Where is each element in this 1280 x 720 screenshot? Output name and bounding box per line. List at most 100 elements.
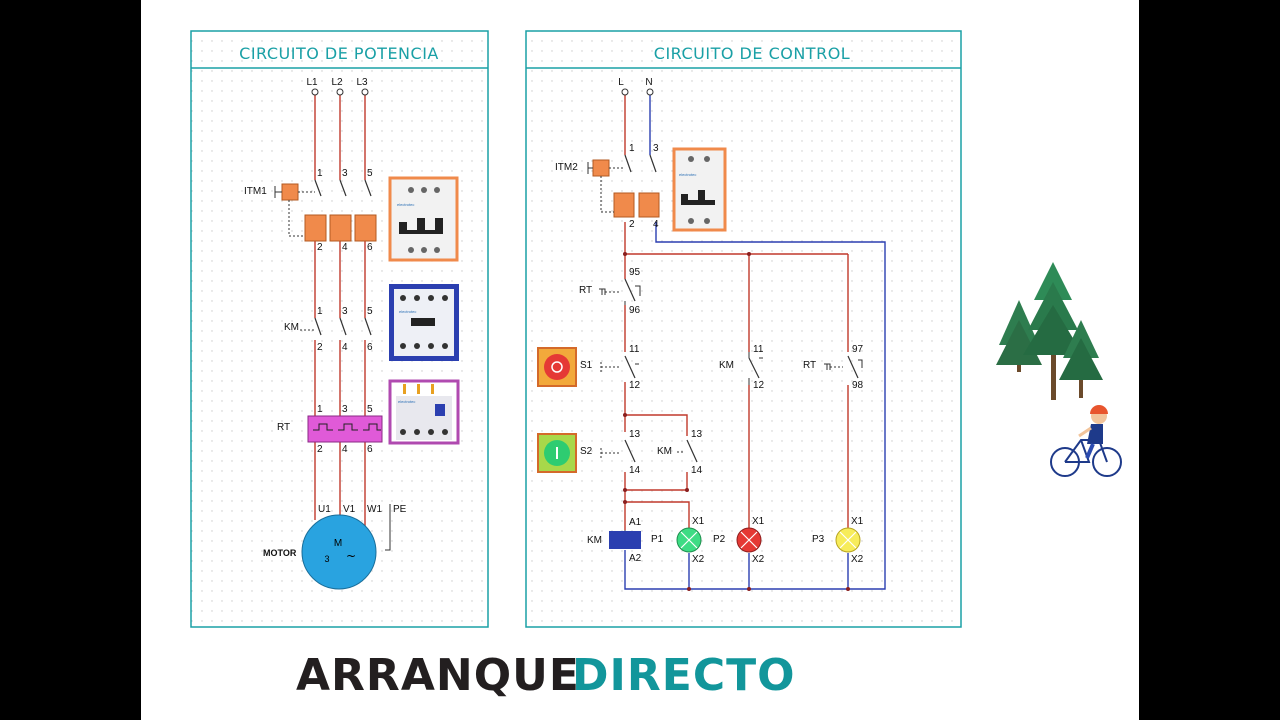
svg-text:electrotec: electrotec — [679, 172, 696, 177]
rt-power-label: RT — [277, 422, 290, 433]
svg-text:13: 13 — [629, 429, 641, 440]
svg-text:V1: V1 — [343, 504, 356, 515]
svg-text:98: 98 — [852, 380, 864, 391]
motor-label: MOTOR — [263, 548, 297, 558]
svg-text:5: 5 — [367, 168, 373, 179]
svg-text:electrotec: electrotec — [397, 202, 414, 207]
itm2-label: ITM2 — [555, 162, 578, 173]
svg-text:X2: X2 — [752, 554, 765, 565]
phase-label-l1: L1 — [306, 77, 318, 88]
s2-start-button: S2 13 14 — [537, 429, 641, 476]
overload-device-image: electrotec — [388, 379, 460, 445]
coil-label: KM — [587, 535, 602, 546]
km-coil: KM A1 A2 — [587, 517, 642, 564]
power-wires — [314, 95, 366, 530]
km-power-label: KM — [284, 322, 299, 333]
km-main-contacts: KM 1 3 5 2 4 6 — [284, 306, 373, 353]
s2-label: S2 — [580, 446, 593, 457]
rt-nc-contact: RT 95 96 — [579, 267, 641, 316]
s1-stop-button: S1 11 12 — [537, 344, 641, 391]
itm1-label: ITM1 — [244, 186, 267, 197]
svg-text:electrotec: electrotec — [399, 309, 416, 314]
svg-text:W1: W1 — [367, 504, 382, 515]
svg-text:X2: X2 — [692, 554, 705, 565]
itm2-breaker: ITM2 1 3 2 4 — [555, 143, 660, 230]
svg-text:4: 4 — [342, 342, 348, 353]
svg-text:96: 96 — [629, 305, 641, 316]
power-panel-title: CIRCUITO DE POTENCIA — [239, 44, 439, 63]
cyclist-illustration — [1050, 405, 1122, 477]
svg-text:4: 4 — [342, 444, 348, 455]
svg-text:1: 1 — [317, 168, 323, 179]
svg-text:3: 3 — [342, 306, 348, 317]
svg-text:5: 5 — [367, 404, 373, 415]
contactor-device-image: electrotec — [389, 284, 459, 361]
svg-text:A2: A2 — [629, 553, 642, 564]
lamp-p1: P1 X1 X2 — [651, 516, 705, 565]
svg-text:6: 6 — [367, 444, 373, 455]
footer-word-directo: DIRECTO — [572, 650, 796, 701]
supply-label-l: L — [618, 77, 624, 88]
svg-text:M: M — [334, 538, 342, 549]
s1-label: S1 — [580, 360, 593, 371]
breaker2-device-image: electrotec — [672, 147, 727, 232]
rt-overload-relay: RT 1 3 5 2 4 6 — [277, 404, 383, 455]
svg-text:~: ~ — [346, 549, 356, 563]
itm1-breaker: ITM1 1 3 5 2 4 6 — [244, 168, 377, 253]
svg-text:95: 95 — [629, 267, 641, 278]
svg-text:97: 97 — [852, 344, 864, 355]
svg-text:X1: X1 — [752, 516, 765, 527]
svg-text:5: 5 — [367, 306, 373, 317]
supply-label-n: N — [645, 77, 652, 88]
phase-label-l2: L2 — [331, 77, 343, 88]
lamp-p3: P3 X1 X2 — [812, 516, 864, 565]
km-hold-label: KM — [657, 446, 672, 457]
power-panel: CIRCUITO DE POTENCIA L1 L2 L3 ITM1 — [190, 30, 489, 628]
neutral-wire — [624, 95, 886, 590]
svg-text:12: 12 — [629, 380, 641, 391]
breaker-device-image: electrotec — [388, 176, 459, 262]
svg-text:6: 6 — [367, 242, 373, 253]
svg-text:12: 12 — [753, 380, 765, 391]
svg-text:2: 2 — [317, 342, 323, 353]
svg-text:2: 2 — [317, 444, 323, 455]
svg-text:P1: P1 — [651, 534, 664, 545]
km-aux-label: KM — [719, 360, 734, 371]
svg-text:11: 11 — [753, 344, 764, 355]
svg-text:11: 11 — [629, 344, 640, 355]
svg-text:4: 4 — [653, 219, 659, 230]
rt-control-label: RT — [579, 285, 592, 296]
control-panel: CIRCUITO DE CONTROL L N — [525, 30, 962, 628]
svg-text:3: 3 — [342, 168, 348, 179]
svg-text:3: 3 — [342, 404, 348, 415]
svg-text:X2: X2 — [851, 554, 864, 565]
svg-text:A1: A1 — [629, 517, 642, 528]
km-hold-contact: KM 13 14 — [657, 429, 703, 476]
svg-text:1: 1 — [317, 306, 323, 317]
svg-text:electrotec: electrotec — [398, 399, 415, 404]
control-panel-title: CIRCUITO DE CONTROL — [654, 44, 850, 63]
diagram-canvas: CIRCUITO DE POTENCIA L1 L2 L3 ITM1 — [141, 0, 1139, 720]
svg-text:13: 13 — [691, 429, 703, 440]
svg-text:1: 1 — [629, 143, 635, 154]
km-aux-contact: KM 11 12 — [719, 344, 765, 391]
svg-text:2: 2 — [629, 219, 635, 230]
footer-title: ARRANQUE DIRECTO — [296, 650, 796, 701]
rt-aux-label: RT — [803, 360, 816, 371]
wiring-diagram: CIRCUITO DE POTENCIA L1 L2 L3 ITM1 — [190, 30, 1122, 701]
phase-label-l3: L3 — [356, 77, 368, 88]
svg-text:2: 2 — [317, 242, 323, 253]
svg-text:U1: U1 — [318, 504, 331, 515]
svg-text:P2: P2 — [713, 534, 726, 545]
control-panel-frame — [525, 30, 962, 628]
lamp-p2: P2 X1 X2 — [713, 516, 765, 565]
svg-text:X1: X1 — [692, 516, 705, 527]
footer-word-arranque: ARRANQUE — [296, 650, 580, 701]
pe-label: PE — [393, 504, 407, 515]
svg-text:6: 6 — [367, 342, 373, 353]
svg-text:3: 3 — [324, 554, 329, 564]
svg-text:3: 3 — [653, 143, 659, 154]
motor: U1 V1 W1 PE M 3 ~ MOTOR — [263, 504, 407, 590]
svg-text:P3: P3 — [812, 534, 825, 545]
svg-text:X1: X1 — [851, 516, 864, 527]
